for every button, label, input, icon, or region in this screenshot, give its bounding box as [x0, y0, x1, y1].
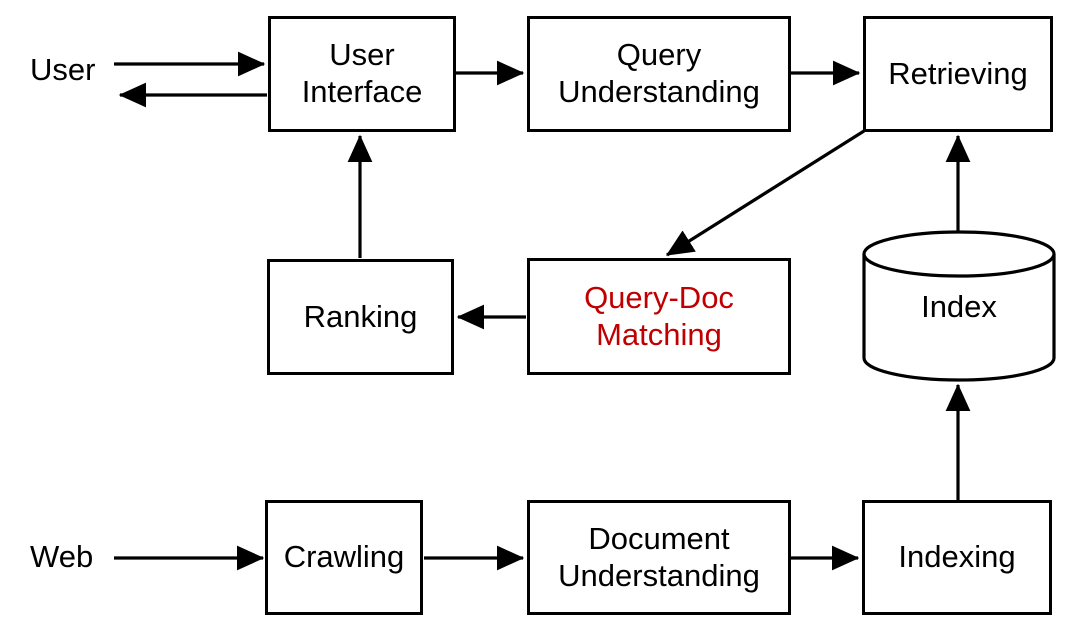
- node-index[interactable]: Index: [861, 230, 1057, 382]
- node-ranking[interactable]: Ranking: [267, 259, 454, 375]
- node-index-label: Index: [921, 289, 997, 324]
- node-document-understanding[interactable]: Document Understanding: [527, 500, 791, 615]
- label-web: Web: [30, 539, 94, 574]
- node-query-doc-matching[interactable]: Query-Doc Matching: [527, 258, 791, 375]
- node-retrieving[interactable]: Retrieving: [863, 16, 1053, 132]
- edge-retrieving-to-query-doc-matching: [665, 129, 865, 257]
- node-query-understanding[interactable]: Query Understanding: [527, 16, 791, 132]
- node-crawling[interactable]: Crawling: [265, 500, 423, 615]
- cylinder-shape: [862, 230, 1056, 382]
- node-indexing[interactable]: Indexing: [862, 500, 1052, 615]
- node-user-interface[interactable]: User Interface: [268, 16, 456, 132]
- label-user: User: [30, 52, 96, 87]
